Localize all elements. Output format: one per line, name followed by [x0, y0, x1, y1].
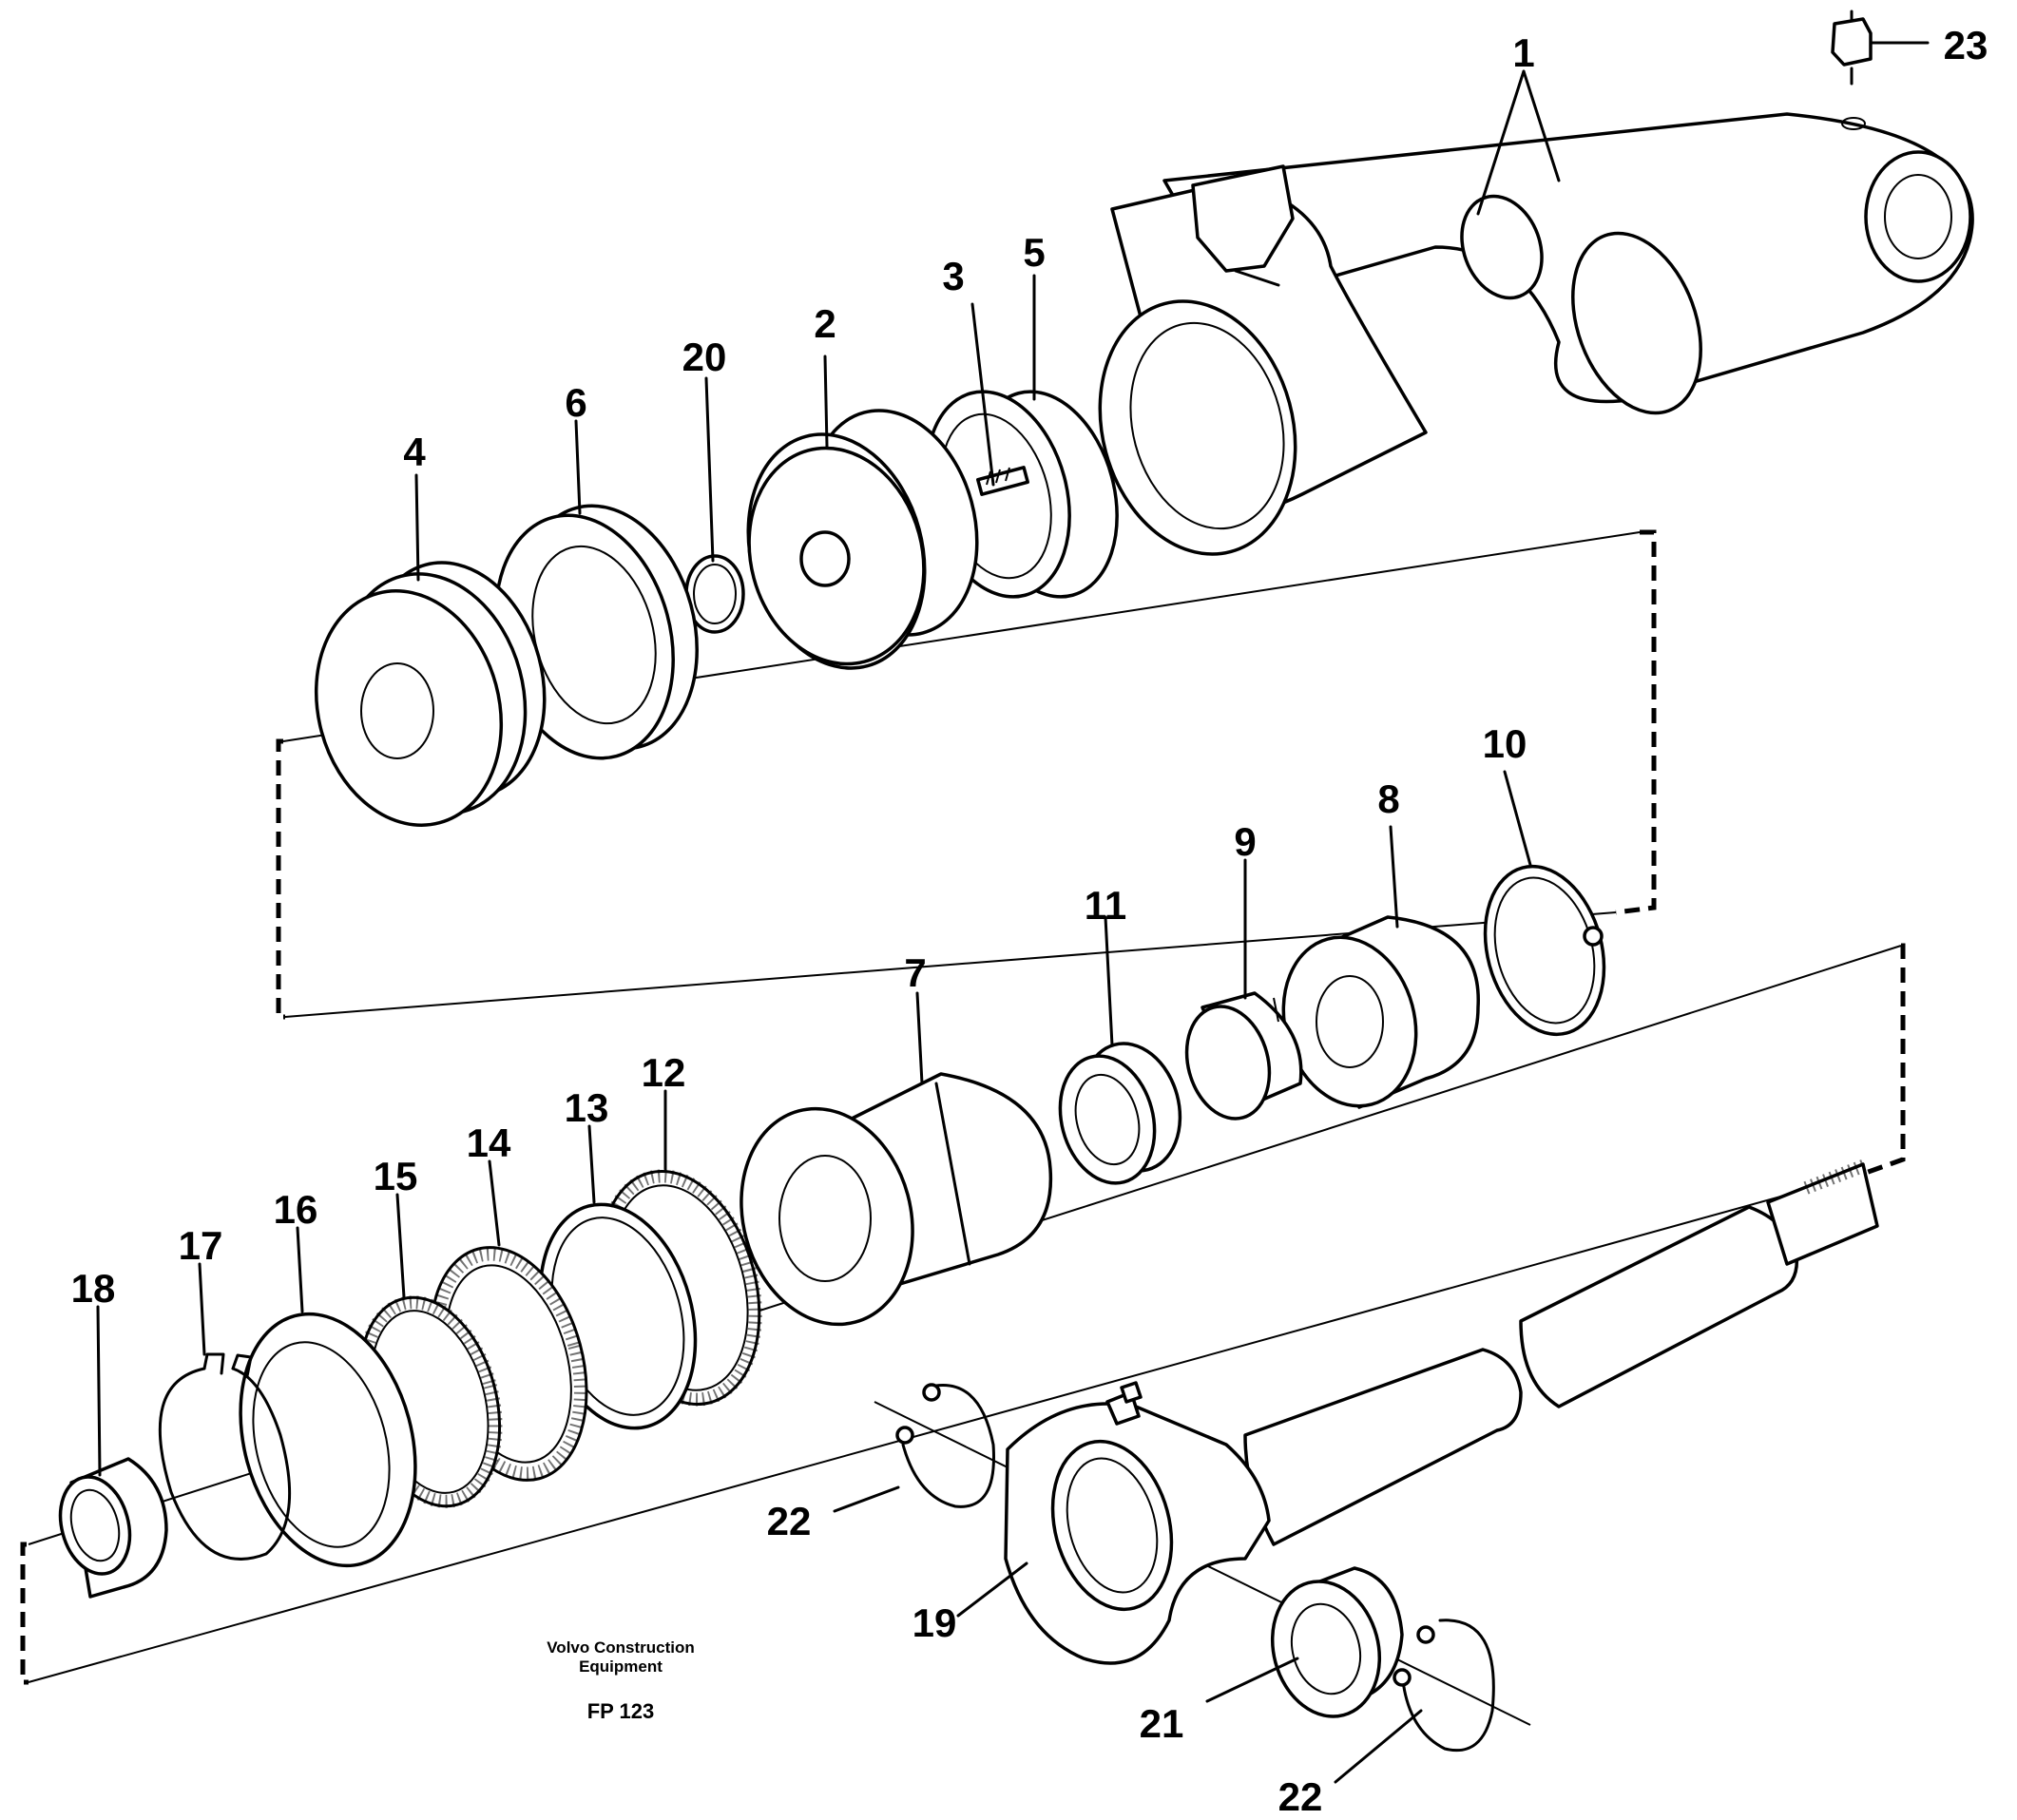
callout-6: 6	[565, 380, 586, 425]
credit-line-2: Equipment	[579, 1657, 663, 1676]
figure-code: FP 123	[587, 1699, 655, 1723]
part-18-bushing	[58, 1457, 168, 1599]
callout-7: 7	[904, 950, 926, 995]
callout-19: 19	[912, 1600, 957, 1645]
callout-2: 2	[814, 301, 836, 346]
part-4-seal-assembly	[314, 561, 547, 827]
callout-15: 15	[374, 1154, 418, 1198]
part-9-sleeve	[1184, 991, 1303, 1121]
callout-22-upper: 22	[767, 1499, 812, 1543]
callout-1: 1	[1512, 30, 1534, 75]
callout-3: 3	[942, 254, 964, 298]
callout-11: 11	[1085, 883, 1126, 928]
figure-credit: Volvo Construction Equipment FP 123	[547, 1638, 695, 1723]
assembly-dashed-lines	[20, 529, 1906, 1685]
callout-5: 5	[1023, 230, 1045, 275]
callout-4: 4	[403, 430, 426, 474]
callout-8: 8	[1377, 776, 1399, 821]
callout-23: 23	[1944, 23, 1988, 67]
piston-rod	[1243, 1158, 1879, 1546]
part-22-circlip-upper	[895, 1383, 995, 1508]
callout-14: 14	[467, 1121, 511, 1165]
callout-18: 18	[71, 1266, 116, 1311]
part-1-cylinder-barrel	[1098, 10, 1974, 556]
part-2-piston	[746, 409, 979, 670]
callout-9: 9	[1234, 819, 1256, 864]
callout-21: 21	[1140, 1701, 1184, 1746]
callout-17: 17	[179, 1223, 223, 1268]
callout-labels: 1 2 3 4 5 6 7 8 9 10 11 12 13 14 15 16 1…	[71, 23, 1988, 1819]
callout-20: 20	[682, 335, 727, 379]
part-22-circlip-lower	[1393, 1619, 1495, 1753]
callout-16: 16	[274, 1187, 318, 1232]
part-21-bearing	[1270, 1566, 1404, 1718]
callout-22-lower: 22	[1278, 1774, 1323, 1819]
callout-13: 13	[565, 1085, 609, 1130]
part-17-circlip	[158, 1352, 292, 1561]
part-7-cylinder-head	[740, 1072, 1053, 1327]
part-10-circlip	[1483, 864, 1606, 1037]
callout-12: 12	[642, 1050, 686, 1095]
callout-leader-lines	[96, 41, 1930, 1784]
credit-line-1: Volvo Construction	[547, 1638, 695, 1657]
part-16-washer	[239, 1312, 417, 1568]
part-19-rod-eye	[1004, 1381, 1271, 1665]
part-11-wiper-seal	[1058, 1042, 1182, 1185]
part-3-set-screw	[976, 466, 1029, 496]
part-20-o-ring	[684, 554, 745, 634]
callout-10: 10	[1483, 721, 1527, 766]
